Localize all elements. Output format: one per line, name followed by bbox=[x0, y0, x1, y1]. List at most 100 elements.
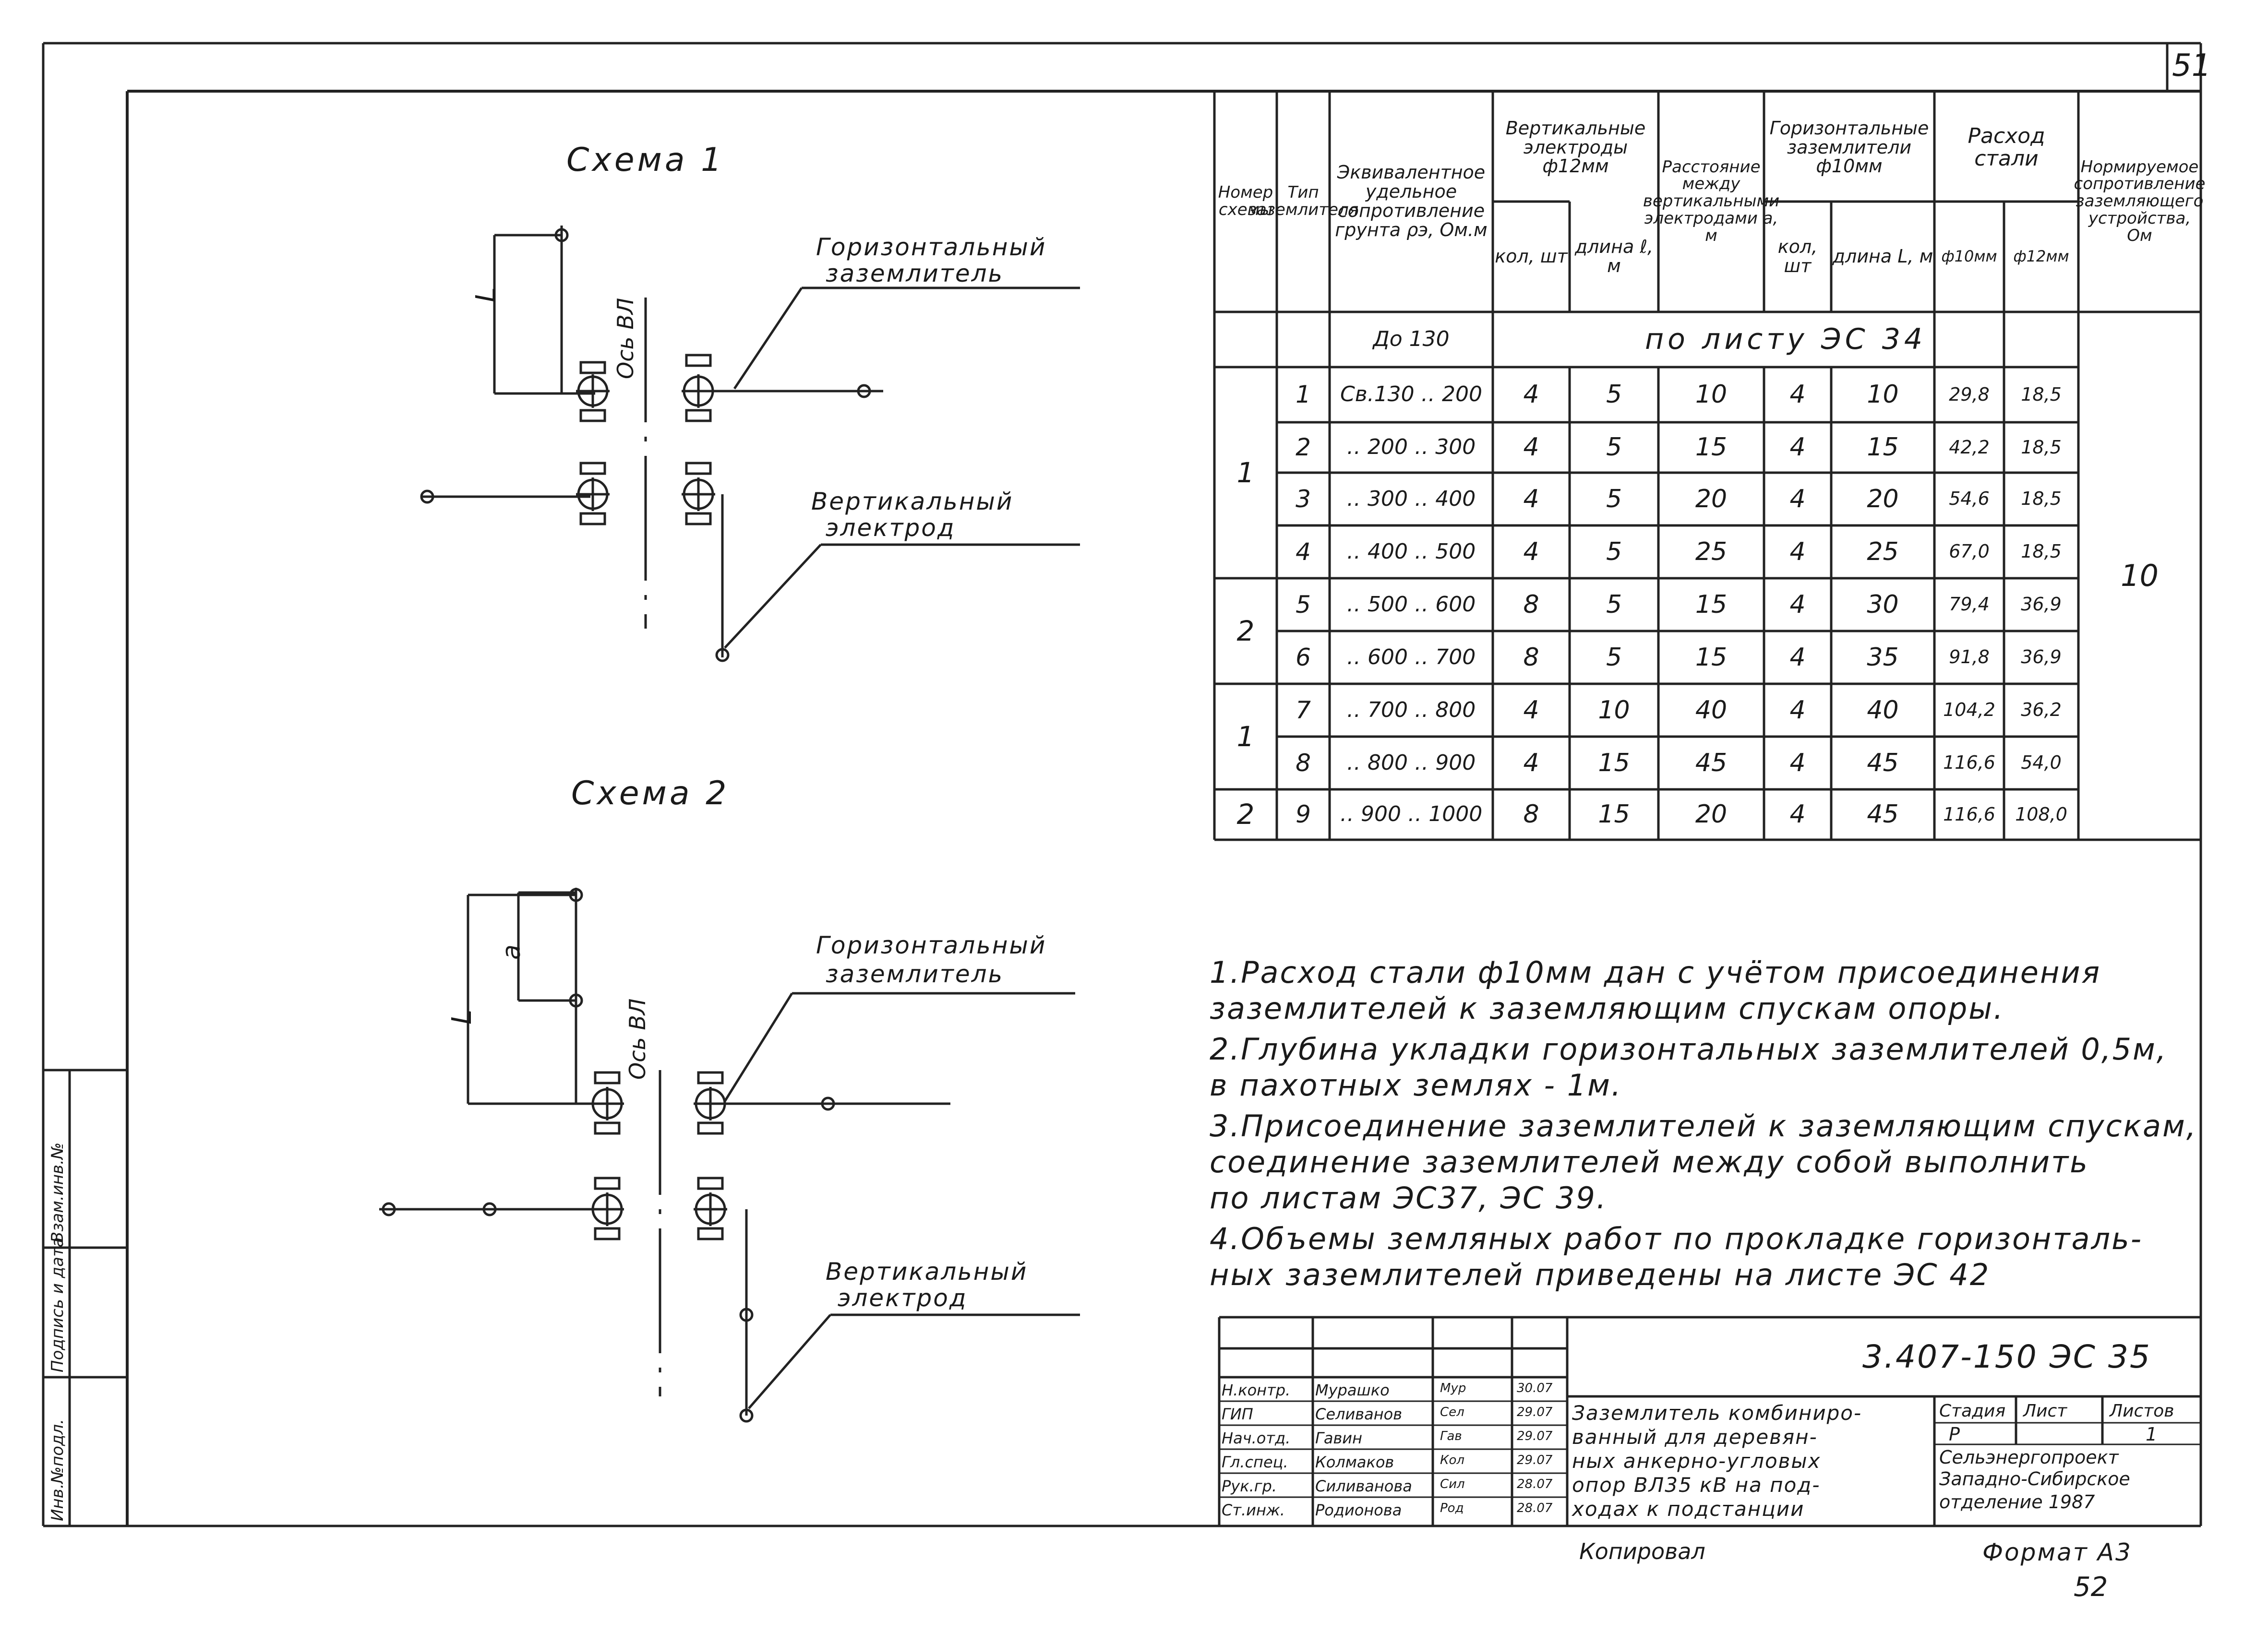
cell-vert-qty: 4 bbox=[1523, 484, 1539, 513]
note-line-9: ных заземлителей приведены на листе ЭС 4… bbox=[1210, 1257, 1991, 1292]
cell-distance: 15 bbox=[1695, 643, 1728, 672]
cell-hor-qty: 4 bbox=[1789, 537, 1806, 566]
cell-steel-10: 29,8 bbox=[1949, 383, 1990, 405]
scheme-1-horizontal-label-2: заземлитель bbox=[826, 260, 1004, 287]
side-label-replace: Взам.инв.№ bbox=[48, 1142, 67, 1243]
cell-hor-len: 15 bbox=[1867, 433, 1899, 462]
cell-type: 1 bbox=[1296, 381, 1311, 409]
scheme-group-2: 2 bbox=[1236, 614, 1255, 647]
cell-resistivity: ‥ 900 ‥ 1000 bbox=[1340, 802, 1483, 827]
scheme-2-vertical-label: Вертикальный bbox=[826, 1258, 1028, 1286]
scheme-2-dim-a: a bbox=[497, 944, 526, 960]
scheme-2-vertical-label-2: электрод bbox=[838, 1284, 968, 1312]
cell-steel-12: 36,9 bbox=[2021, 594, 2062, 615]
cell-distance: 20 bbox=[1695, 800, 1728, 829]
cell-hor-qty: 4 bbox=[1789, 748, 1806, 777]
stamp-date: 28.07 bbox=[1517, 1477, 1553, 1491]
stamp-name: Силиванова bbox=[1315, 1477, 1412, 1495]
cell-vert-qty: 4 bbox=[1523, 695, 1539, 725]
cell-steel-10: 116,6 bbox=[1943, 752, 1995, 774]
stamp-role: Ст.инж. bbox=[1222, 1501, 1285, 1519]
title-block-grid bbox=[1218, 1316, 2201, 1526]
stamp-role: ГИП bbox=[1222, 1405, 1253, 1423]
note-line-5: 3.Присоединение заземлителей к заземляющ… bbox=[1210, 1108, 2197, 1144]
cell-distance: 10 bbox=[1695, 380, 1728, 409]
scheme-1-drawing bbox=[420, 226, 1080, 662]
cell-type: 9 bbox=[1296, 800, 1311, 829]
stamp-role: Рук.гр. bbox=[1222, 1477, 1277, 1495]
note-line-8: 4.Объемы земляных работ по прокладке гор… bbox=[1210, 1221, 2143, 1256]
cell-hor-qty: 4 bbox=[1789, 590, 1806, 619]
stamp-signature: Мур bbox=[1440, 1381, 1466, 1395]
cell-vert-qty: 4 bbox=[1523, 380, 1539, 409]
cell-resistivity: ‥ 800 ‥ 900 bbox=[1346, 750, 1476, 775]
header-distance: Расстояние между вертикальными электрода… bbox=[1643, 157, 1780, 245]
cell-hor-qty: 4 bbox=[1789, 380, 1806, 409]
cell-steel-12: 18,5 bbox=[2021, 541, 2062, 562]
note-line-6: соединение заземлителей между собой выпо… bbox=[1210, 1144, 2089, 1179]
header-hor-len: длина L, м bbox=[1832, 246, 1933, 267]
stamp-date: 28.07 bbox=[1517, 1501, 1553, 1515]
scheme-1-vertical-label: Вертикальный bbox=[811, 488, 1014, 515]
stamp-name: Селиванов bbox=[1315, 1405, 1403, 1423]
cell-steel-10: 54,6 bbox=[1949, 488, 1990, 510]
side-label-sign: Подпись и дата bbox=[48, 1237, 67, 1372]
cell-vert-len: 5 bbox=[1606, 380, 1622, 409]
stamp-signature: Род bbox=[1440, 1501, 1464, 1515]
stamp-date: 29.07 bbox=[1517, 1405, 1553, 1419]
cell-vert-len: 15 bbox=[1598, 748, 1630, 777]
header-earth-type: Тип заземлителя bbox=[1248, 183, 1359, 219]
scheme-2-horizontal-label-2: заземлитель bbox=[826, 960, 1004, 988]
cell-vert-len: 5 bbox=[1606, 433, 1622, 462]
stamp-signature: Гав bbox=[1440, 1429, 1462, 1443]
row0-resistivity: До 130 bbox=[1373, 327, 1450, 352]
sheets-label: Листов bbox=[2110, 1401, 2174, 1421]
cell-steel-10: 104,2 bbox=[1943, 699, 1995, 721]
cell-hor-len: 35 bbox=[1867, 643, 1899, 672]
format-label: Формат А3 bbox=[1982, 1538, 2132, 1566]
cell-hor-len: 45 bbox=[1867, 800, 1899, 829]
title-line-4: опор ВЛ35 кВ на под- bbox=[1572, 1473, 1821, 1497]
cell-vert-len: 5 bbox=[1606, 643, 1622, 672]
document-code: 3.407-150 ЭС 35 bbox=[1862, 1338, 2151, 1375]
stamp-name: Мурашко bbox=[1315, 1381, 1390, 1399]
scheme-2-drawing bbox=[379, 888, 1080, 1423]
cell-hor-qty: 4 bbox=[1789, 800, 1806, 829]
header-horizontal: Горизонтальные заземлители ф10мм bbox=[1769, 117, 1929, 177]
cell-type: 3 bbox=[1296, 485, 1311, 513]
cell-type: 6 bbox=[1296, 643, 1311, 671]
scheme-group-1: 1 bbox=[1236, 456, 1255, 489]
scheme-group-4: 2 bbox=[1236, 798, 1255, 831]
scheme-1-horizontal-label: Горизонтальный bbox=[816, 233, 1047, 261]
cell-hor-qty: 4 bbox=[1789, 643, 1806, 672]
cell-distance: 15 bbox=[1695, 590, 1728, 619]
cell-steel-10: 116,6 bbox=[1943, 803, 1995, 825]
cell-vert-qty: 8 bbox=[1523, 800, 1539, 829]
cell-resistivity: ‥ 300 ‥ 400 bbox=[1346, 486, 1476, 511]
stamp-date: 29.07 bbox=[1517, 1429, 1553, 1443]
note-line-3: 2.Глубина укладки горизонтальных заземли… bbox=[1210, 1032, 2168, 1067]
data-table-grid bbox=[1213, 91, 2201, 841]
sheets-value: 1 bbox=[2146, 1424, 2158, 1445]
sheet-frame bbox=[42, 42, 2202, 1527]
header-vert-qty: кол, шт bbox=[1495, 246, 1568, 267]
cell-steel-10: 42,2 bbox=[1949, 436, 1990, 458]
note-line-2: заземлителей к заземляющим спускам опоры… bbox=[1210, 991, 2004, 1026]
scheme-1-dim-l: L bbox=[470, 287, 502, 302]
scheme-group-3: 1 bbox=[1236, 720, 1255, 753]
scheme-1-axis-label: Ось ВЛ bbox=[612, 298, 638, 379]
cell-resistivity: Св.130 ‥ 200 bbox=[1340, 382, 1482, 407]
scheme-2-dim-l: L bbox=[446, 1009, 478, 1025]
cell-type: 7 bbox=[1296, 696, 1311, 724]
cell-hor-qty: 4 bbox=[1789, 484, 1806, 513]
cell-vert-qty: 4 bbox=[1523, 748, 1539, 777]
org-line-2: Западно-Сибирское bbox=[1939, 1468, 2130, 1489]
cell-steel-10: 91,8 bbox=[1949, 646, 1990, 668]
cell-vert-len: 5 bbox=[1606, 590, 1622, 619]
cell-hor-qty: 4 bbox=[1789, 433, 1806, 462]
stamp-role: Гл.спец. bbox=[1222, 1453, 1288, 1471]
cell-steel-12: 54,0 bbox=[2021, 752, 2062, 774]
cell-vert-len: 10 bbox=[1598, 695, 1630, 725]
stamp-role: Нач.отд. bbox=[1222, 1429, 1291, 1447]
